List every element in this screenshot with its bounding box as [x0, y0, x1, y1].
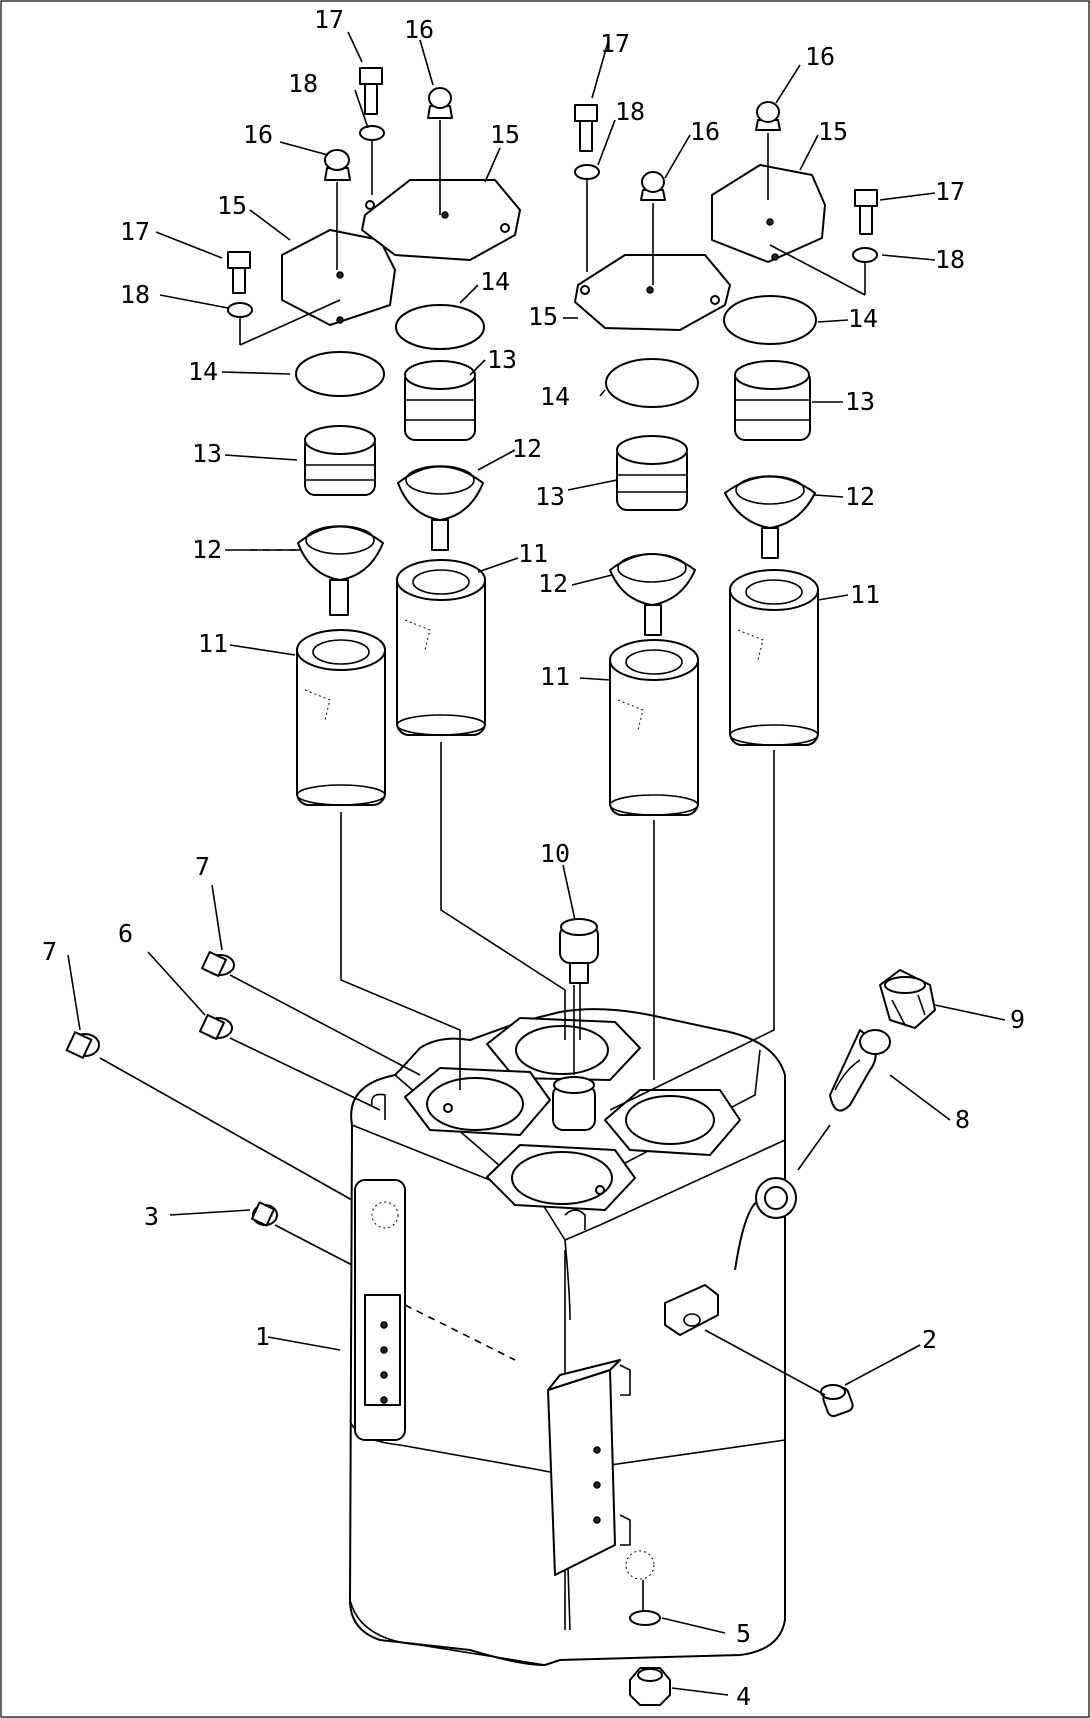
- label-3: 3: [144, 1202, 159, 1231]
- leader-lines: [67, 31, 1006, 1696]
- label-8: 8: [955, 1105, 970, 1134]
- label-11: 11: [518, 539, 548, 568]
- label-14: 14: [540, 382, 570, 411]
- label-13: 13: [487, 345, 517, 374]
- label-15: 15: [528, 302, 558, 331]
- label-18: 18: [288, 69, 318, 98]
- label-17: 17: [314, 5, 344, 34]
- label-7: 7: [42, 937, 57, 966]
- label-17: 17: [935, 177, 965, 206]
- plug-6: [199, 1014, 381, 1111]
- o-ring-5: [629, 1610, 661, 1626]
- plug-2: [704, 1329, 854, 1418]
- label-18: 18: [935, 245, 965, 274]
- alignment-lines: [340, 742, 775, 1111]
- label-15: 15: [818, 117, 848, 146]
- drain-port-bottom: [625, 1550, 655, 1610]
- label-2: 2: [922, 1325, 937, 1354]
- filter-stack-b: [359, 67, 521, 736]
- label-1: 1: [255, 1322, 270, 1351]
- label-11: 11: [850, 580, 880, 609]
- label-5: 5: [736, 1619, 751, 1648]
- sight-gauge: [354, 1179, 516, 1441]
- label-13: 13: [845, 387, 875, 416]
- label-18: 18: [615, 97, 645, 126]
- label-14: 14: [480, 267, 510, 296]
- label-12: 12: [538, 569, 568, 598]
- label-12: 12: [192, 535, 222, 564]
- sensor-10: [552, 918, 599, 1131]
- label-16: 16: [404, 15, 434, 44]
- label-17: 17: [120, 217, 150, 246]
- filter-stack-d: [711, 101, 878, 746]
- label-10: 10: [540, 839, 570, 868]
- label-13: 13: [192, 439, 222, 468]
- strainer-8: [797, 1029, 891, 1171]
- label-9: 9: [1010, 1005, 1025, 1034]
- label-16: 16: [243, 120, 273, 149]
- label-14: 14: [848, 304, 878, 333]
- mount-bracket: [547, 1359, 631, 1576]
- filter-stack-a: [227, 149, 396, 806]
- plug-4: [629, 1667, 671, 1706]
- label-12: 12: [845, 482, 875, 511]
- cap-9: [879, 969, 936, 1029]
- label-12: 12: [512, 434, 542, 463]
- label-18: 18: [120, 280, 150, 309]
- plug-3: [250, 1201, 353, 1266]
- label-14: 14: [188, 357, 218, 386]
- label-4: 4: [736, 1682, 751, 1711]
- label-11: 11: [198, 629, 228, 658]
- label-15: 15: [490, 120, 520, 149]
- label-17: 17: [600, 29, 630, 58]
- tank-top-ports: [370, 1017, 741, 1230]
- plug-7-upper: [201, 951, 421, 1076]
- label-13: 13: [535, 482, 565, 511]
- label-16: 16: [690, 117, 720, 146]
- label-11: 11: [540, 662, 570, 691]
- label-6: 6: [118, 919, 133, 948]
- label-16: 16: [805, 42, 835, 71]
- plug-7-lower: [65, 1031, 353, 1201]
- filler-neck: [734, 1177, 797, 1271]
- filter-stack-c: [574, 104, 731, 816]
- side-port-box: [664, 1284, 719, 1336]
- label-15: 15: [217, 191, 247, 220]
- callout-labels: 17 16 18 16 15 15 17 18 14 14 13 13 12 1…: [42, 5, 1025, 1711]
- tank-body: [349, 1008, 786, 1666]
- label-7: 7: [195, 852, 210, 881]
